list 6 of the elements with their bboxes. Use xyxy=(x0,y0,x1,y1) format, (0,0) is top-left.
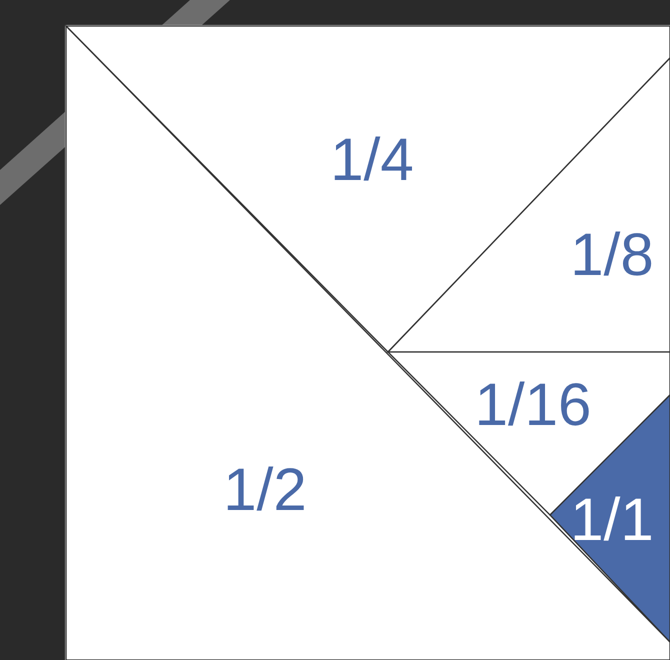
triangle-region xyxy=(66,26,670,660)
fraction-label: 1/16 xyxy=(474,375,592,435)
fraction-label: 1/4 xyxy=(330,130,414,190)
fraction-label: 1/1 xyxy=(570,490,654,550)
fraction-label: 1/2 xyxy=(223,460,307,520)
fraction-label: 1/8 xyxy=(570,225,654,285)
